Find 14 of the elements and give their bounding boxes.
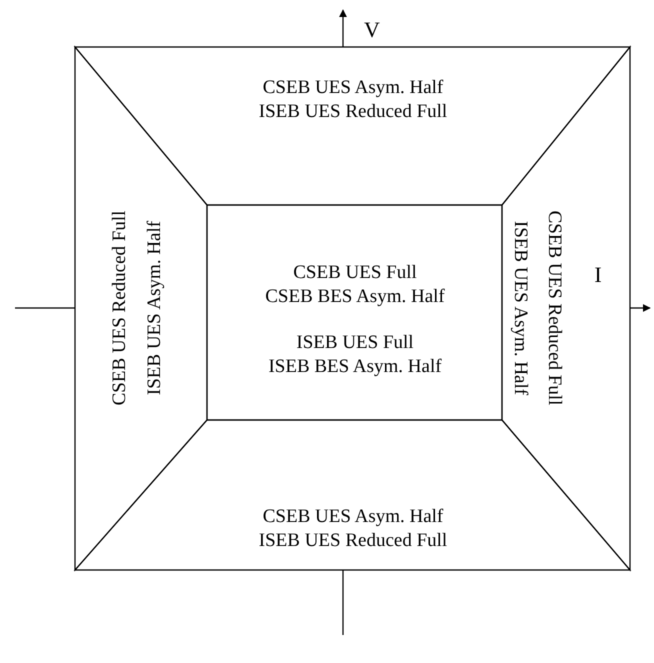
region-text: CSEB UES Asym. Half	[262, 77, 444, 99]
region-text: ISEB UES Asym. Half	[509, 220, 531, 396]
region-text: CSEB UES Asym. Half	[262, 506, 444, 528]
region-text: ISEB UES Reduced Full	[258, 530, 448, 552]
region-text: ISEB UES Full	[296, 332, 414, 354]
region-text: ISEB UES Asym. Half	[144, 220, 166, 396]
axis-label: I	[594, 263, 602, 287]
region-text: CSEB UES Reduced Full	[543, 210, 565, 406]
region-text: CSEB UES Reduced Full	[109, 210, 131, 406]
region-text: CSEB UES Full	[293, 262, 417, 284]
region-text: CSEB BES Asym. Half	[265, 286, 445, 308]
region-text: ISEB UES Reduced Full	[258, 101, 448, 123]
axis-label: V	[364, 18, 380, 42]
region-text: ISEB BES Asym. Half	[268, 356, 442, 378]
